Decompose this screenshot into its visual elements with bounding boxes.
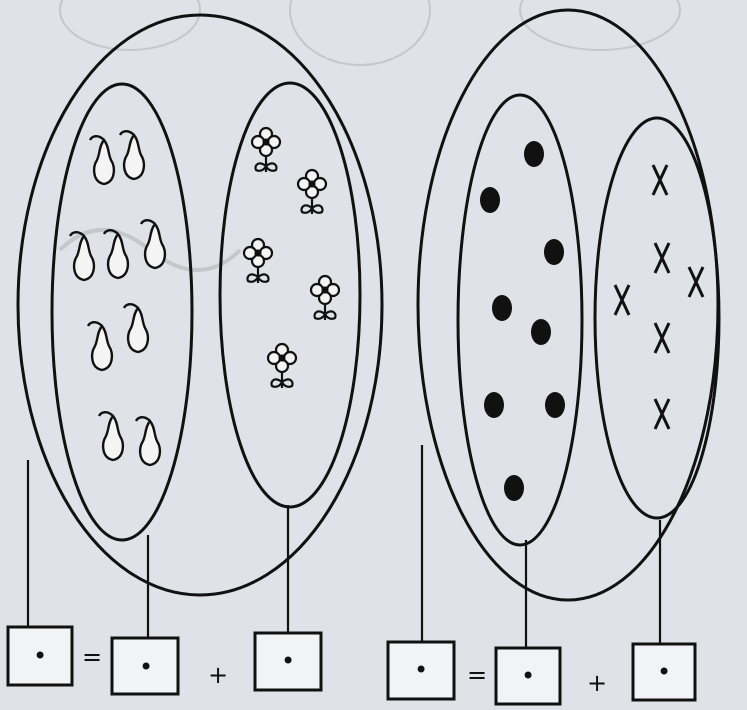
left-problem: • = • + • [8,15,382,694]
cross-icon [655,243,669,273]
right-cross-answer-mark: • [657,658,671,686]
dot-group [480,141,565,501]
cross-icon [689,267,703,297]
dot-icon [492,295,512,321]
pear-icon [104,230,128,278]
pear-group [70,131,165,465]
cross-icon [655,323,669,353]
right-cross-set [595,118,719,518]
left-plus-sign: + [208,661,228,689]
left-pear-set [52,84,192,540]
left-flower-answer-mark: • [281,647,295,675]
flower-icon [252,128,280,172]
dot-icon [544,239,564,265]
right-whole-answer-mark: • [414,656,428,684]
right-dot-set [458,95,582,545]
pear-icon [120,131,144,179]
cross-icon [615,285,629,315]
dot-icon [524,141,544,167]
pear-icon [88,322,112,370]
pear-icon [99,412,123,460]
left-whole-set [18,15,382,595]
right-plus-sign: + [587,669,607,697]
left-equals-sign: = [82,643,102,671]
flower-icon [298,170,326,214]
flower-icon [268,344,296,388]
pear-icon [124,304,148,352]
cross-icon [653,165,667,195]
pear-icon [90,136,114,184]
dot-icon [531,319,551,345]
dot-icon [545,392,565,418]
dot-icon [480,187,500,213]
dot-icon [504,475,524,501]
flower-icon [244,239,272,283]
cross-group [615,165,703,429]
left-flower-set [220,83,360,507]
pear-icon [136,417,160,465]
right-equals-sign: = [467,661,487,689]
right-dot-answer-mark: • [521,662,535,690]
cross-icon [655,399,669,429]
flower-group [244,128,339,388]
dot-icon [484,392,504,418]
left-whole-answer-mark: • [33,642,47,670]
right-problem: • = • + • [388,10,719,704]
left-pear-answer-mark: • [139,653,153,681]
flower-icon [311,276,339,320]
